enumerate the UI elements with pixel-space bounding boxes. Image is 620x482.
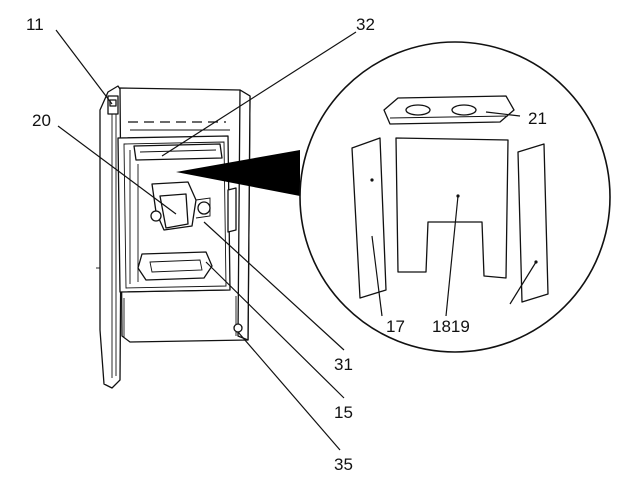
top-plate bbox=[383, 95, 515, 125]
stove-side-panel bbox=[237, 89, 251, 341]
stove-body bbox=[96, 85, 251, 389]
callout-labels: 11 32 20 21 17 1819 31 15 35 bbox=[26, 15, 547, 474]
label-1819: 1819 bbox=[432, 317, 470, 336]
label-11: 11 bbox=[26, 15, 44, 34]
side-brick-left bbox=[351, 137, 387, 299]
rear-brick bbox=[395, 137, 509, 279]
label-21: 21 bbox=[528, 109, 547, 128]
label-20: 20 bbox=[32, 111, 51, 130]
exploded-parts bbox=[351, 95, 549, 303]
leader-lines bbox=[55, 29, 537, 451]
label-15: 15 bbox=[334, 403, 353, 422]
side-brick-right bbox=[517, 143, 549, 303]
zoom-wedge bbox=[176, 150, 300, 196]
ash-pan bbox=[137, 251, 213, 281]
label-35: 35 bbox=[334, 455, 353, 474]
label-31: 31 bbox=[334, 355, 353, 374]
label-32: 32 bbox=[356, 15, 375, 34]
baffle-plate bbox=[133, 143, 223, 161]
bolt bbox=[233, 323, 243, 333]
label-17: 17 bbox=[386, 317, 405, 336]
